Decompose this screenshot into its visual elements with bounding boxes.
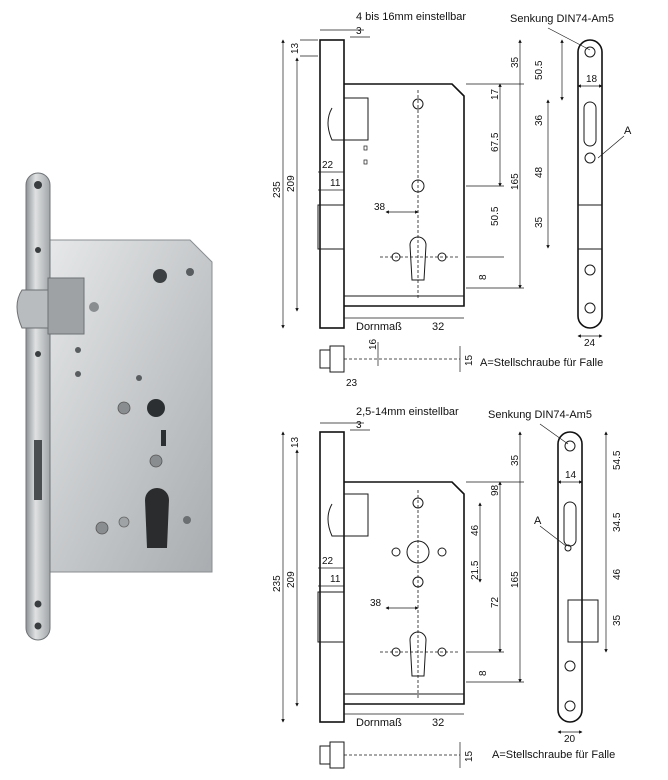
svg-text:209: 209 bbox=[286, 175, 297, 192]
svg-text:18: 18 bbox=[586, 74, 598, 85]
top-set-screw-label: A=Stellschraube für Falle bbox=[480, 357, 603, 369]
svg-text:32: 32 bbox=[432, 321, 444, 333]
svg-text:21.5: 21.5 bbox=[470, 560, 481, 580]
svg-text:35: 35 bbox=[510, 56, 521, 68]
svg-text:38: 38 bbox=[374, 202, 386, 213]
svg-text:48: 48 bbox=[534, 166, 545, 178]
lock-latch bbox=[16, 289, 49, 329]
svg-text:46: 46 bbox=[470, 524, 481, 536]
svg-text:235: 235 bbox=[272, 575, 283, 592]
top-countersink: Senkung DIN74-Am5 bbox=[510, 13, 614, 25]
svg-text:50.5: 50.5 bbox=[490, 206, 501, 226]
svg-text:54.5: 54.5 bbox=[612, 450, 623, 470]
svg-text:34.5: 34.5 bbox=[612, 512, 623, 532]
svg-text:165: 165 bbox=[510, 173, 521, 190]
svg-text:Dornmaß: Dornmaß bbox=[356, 717, 402, 729]
top-marker-a: A bbox=[624, 125, 632, 137]
svg-text:36: 36 bbox=[534, 114, 545, 126]
svg-text:209: 209 bbox=[286, 571, 297, 588]
svg-text:Dornmaß: Dornmaß bbox=[356, 321, 402, 333]
svg-text:15: 15 bbox=[464, 354, 475, 366]
svg-text:235: 235 bbox=[272, 181, 283, 198]
svg-text:35: 35 bbox=[534, 216, 545, 228]
svg-text:23: 23 bbox=[346, 378, 358, 389]
svg-text:14: 14 bbox=[565, 470, 577, 481]
svg-text:35: 35 bbox=[510, 454, 521, 466]
svg-text:16: 16 bbox=[368, 338, 379, 350]
svg-text:11: 11 bbox=[330, 178, 341, 189]
svg-text:3: 3 bbox=[356, 26, 362, 37]
svg-text:8: 8 bbox=[478, 670, 489, 676]
svg-text:8: 8 bbox=[478, 274, 489, 280]
svg-text:35: 35 bbox=[612, 614, 623, 626]
svg-text:22: 22 bbox=[322, 160, 334, 171]
bottom-countersink: Senkung DIN74-Am5 bbox=[488, 409, 592, 421]
svg-text:11: 11 bbox=[330, 574, 341, 585]
svg-text:17: 17 bbox=[490, 88, 501, 100]
bottom-set-screw-label: A=Stellschraube für Falle bbox=[492, 749, 615, 761]
svg-text:32: 32 bbox=[432, 717, 444, 729]
bottom-drawing: 2,5-14mm einstellbar Senkung DIN74-Am5 A… bbox=[272, 406, 623, 769]
bottom-backset-range: 2,5-14mm einstellbar bbox=[356, 406, 459, 418]
svg-text:15: 15 bbox=[464, 750, 475, 762]
svg-text:67.5: 67.5 bbox=[490, 132, 501, 152]
svg-text:98: 98 bbox=[490, 484, 501, 496]
svg-text:38: 38 bbox=[370, 598, 382, 609]
lock-faceplate bbox=[25, 172, 51, 641]
svg-text:50.5: 50.5 bbox=[534, 60, 545, 80]
svg-text:72: 72 bbox=[490, 596, 501, 608]
svg-text:13: 13 bbox=[290, 436, 301, 448]
svg-text:46: 46 bbox=[612, 568, 623, 580]
svg-text:22: 22 bbox=[322, 556, 334, 567]
bottom-marker-a: A bbox=[534, 515, 542, 527]
top-drawing: 4 bis 16mm einstellbar Senkung DIN74-Am5… bbox=[272, 11, 632, 389]
svg-text:24: 24 bbox=[584, 338, 596, 349]
lock-photo bbox=[16, 172, 213, 641]
svg-text:13: 13 bbox=[290, 42, 301, 54]
svg-text:165: 165 bbox=[510, 571, 521, 588]
lock-cylinder-hole bbox=[145, 488, 169, 548]
svg-text:3: 3 bbox=[356, 420, 362, 431]
svg-text:20: 20 bbox=[564, 734, 576, 745]
top-backset-range: 4 bis 16mm einstellbar bbox=[356, 11, 466, 23]
